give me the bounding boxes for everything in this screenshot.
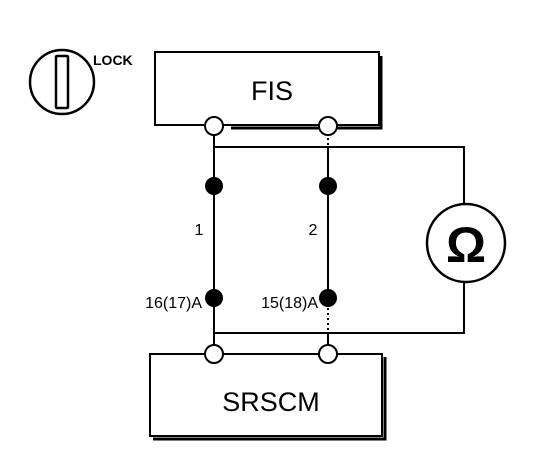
probe-point-bottom-left: [205, 289, 223, 307]
srscm-terminal-right: [318, 344, 338, 364]
probe-point-top-left: [205, 177, 223, 195]
wire-1-number: 1: [195, 222, 204, 239]
wire-1-pin-label: 16(17)A: [145, 295, 202, 312]
wire-2-number: 2: [309, 222, 318, 239]
srscm-connector: [149, 353, 387, 441]
ignition-key-icon: [28, 48, 96, 116]
wire-2-pin-label: 15(18)A: [261, 295, 318, 312]
srscm-terminal-left: [204, 344, 224, 364]
fis-terminal-left: [204, 116, 224, 136]
ohm-symbol: Ω: [446, 217, 486, 273]
wiring: [213, 128, 465, 352]
lock-label: LOCK: [93, 52, 133, 68]
srscm-label: SRSCM: [222, 387, 320, 417]
fis-terminal-right: [318, 116, 338, 136]
fis-connector: [154, 51, 383, 130]
ohmmeter-icon: [425, 202, 507, 284]
probe-point-bottom-right: [319, 289, 337, 307]
fis-label: FIS: [251, 76, 293, 106]
probe-point-top-right: [319, 177, 337, 195]
